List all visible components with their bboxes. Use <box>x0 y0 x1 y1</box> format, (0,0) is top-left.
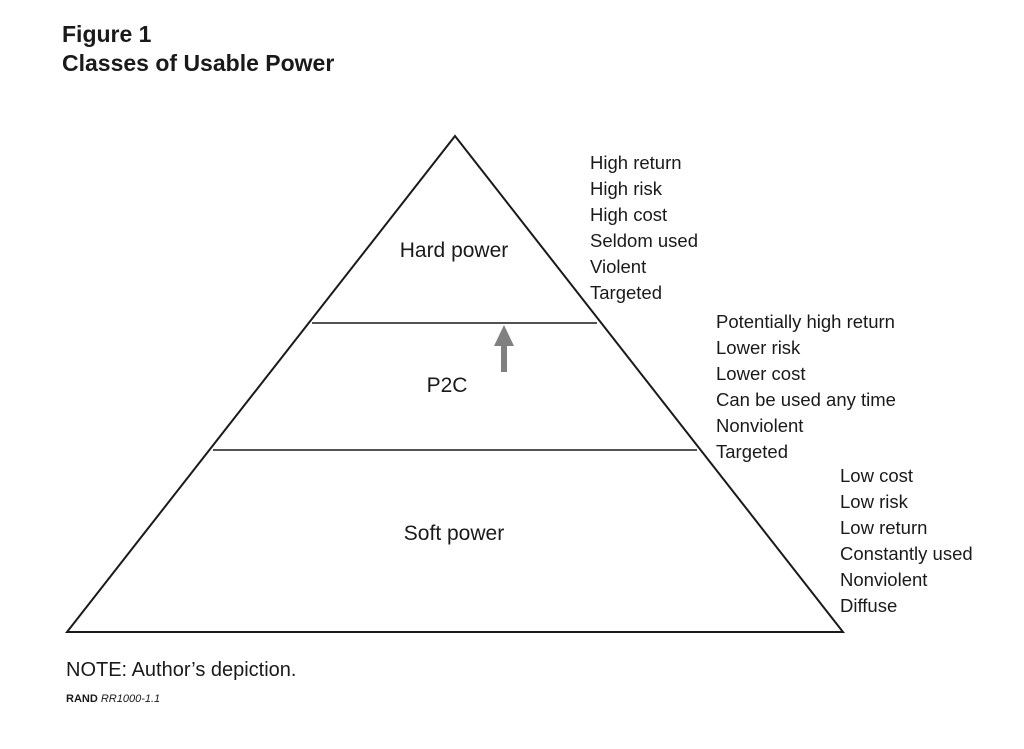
figure-note: NOTE: Author’s depiction. <box>66 659 297 681</box>
attribute-item: Violent <box>590 256 647 277</box>
attribute-item: Nonviolent <box>840 569 928 590</box>
attribute-item: Targeted <box>716 441 788 462</box>
source-code: RR1000-1.1 <box>100 693 161 705</box>
attribute-item: Low risk <box>840 491 908 512</box>
attribute-item: Can be used any time <box>716 389 896 410</box>
figure-number: Figure 1 <box>62 21 152 47</box>
attribute-item: Diffuse <box>840 595 898 616</box>
attribute-item: Nonviolent <box>716 415 804 436</box>
attribute-item: Constantly used <box>840 543 973 564</box>
tier-label-hard: Hard power <box>400 239 509 262</box>
attribute-item: Lower cost <box>716 363 806 384</box>
p2c-attributes: Potentially high return Lower risk Lower… <box>716 309 896 465</box>
source-org: RAND <box>66 693 98 705</box>
pyramid-outline <box>64 134 846 633</box>
attribute-item: High return <box>590 152 682 173</box>
attribute-item: High risk <box>590 178 662 199</box>
figure-caption: Classes of Usable Power <box>62 50 335 76</box>
up-arrow-icon <box>494 325 514 372</box>
attribute-item: Low return <box>840 517 928 538</box>
tier-label-p2c: P2C <box>427 374 468 397</box>
figure-title: Figure 1 Classes of Usable Power <box>62 20 334 78</box>
attribute-item: Targeted <box>590 282 662 303</box>
source-credit: RAND RR1000-1.1 <box>66 693 160 705</box>
attribute-item: High cost <box>590 204 668 225</box>
attribute-item: Lower risk <box>716 337 801 358</box>
hard-power-attributes: High return High risk High cost Seldom u… <box>590 150 698 306</box>
soft-power-attributes: Low cost Low risk Low return Constantly … <box>840 463 973 619</box>
attribute-item: Potentially high return <box>716 311 895 332</box>
attribute-item: Low cost <box>840 465 914 486</box>
tier-label-soft: Soft power <box>404 522 504 545</box>
attribute-item: Seldom used <box>590 230 698 251</box>
